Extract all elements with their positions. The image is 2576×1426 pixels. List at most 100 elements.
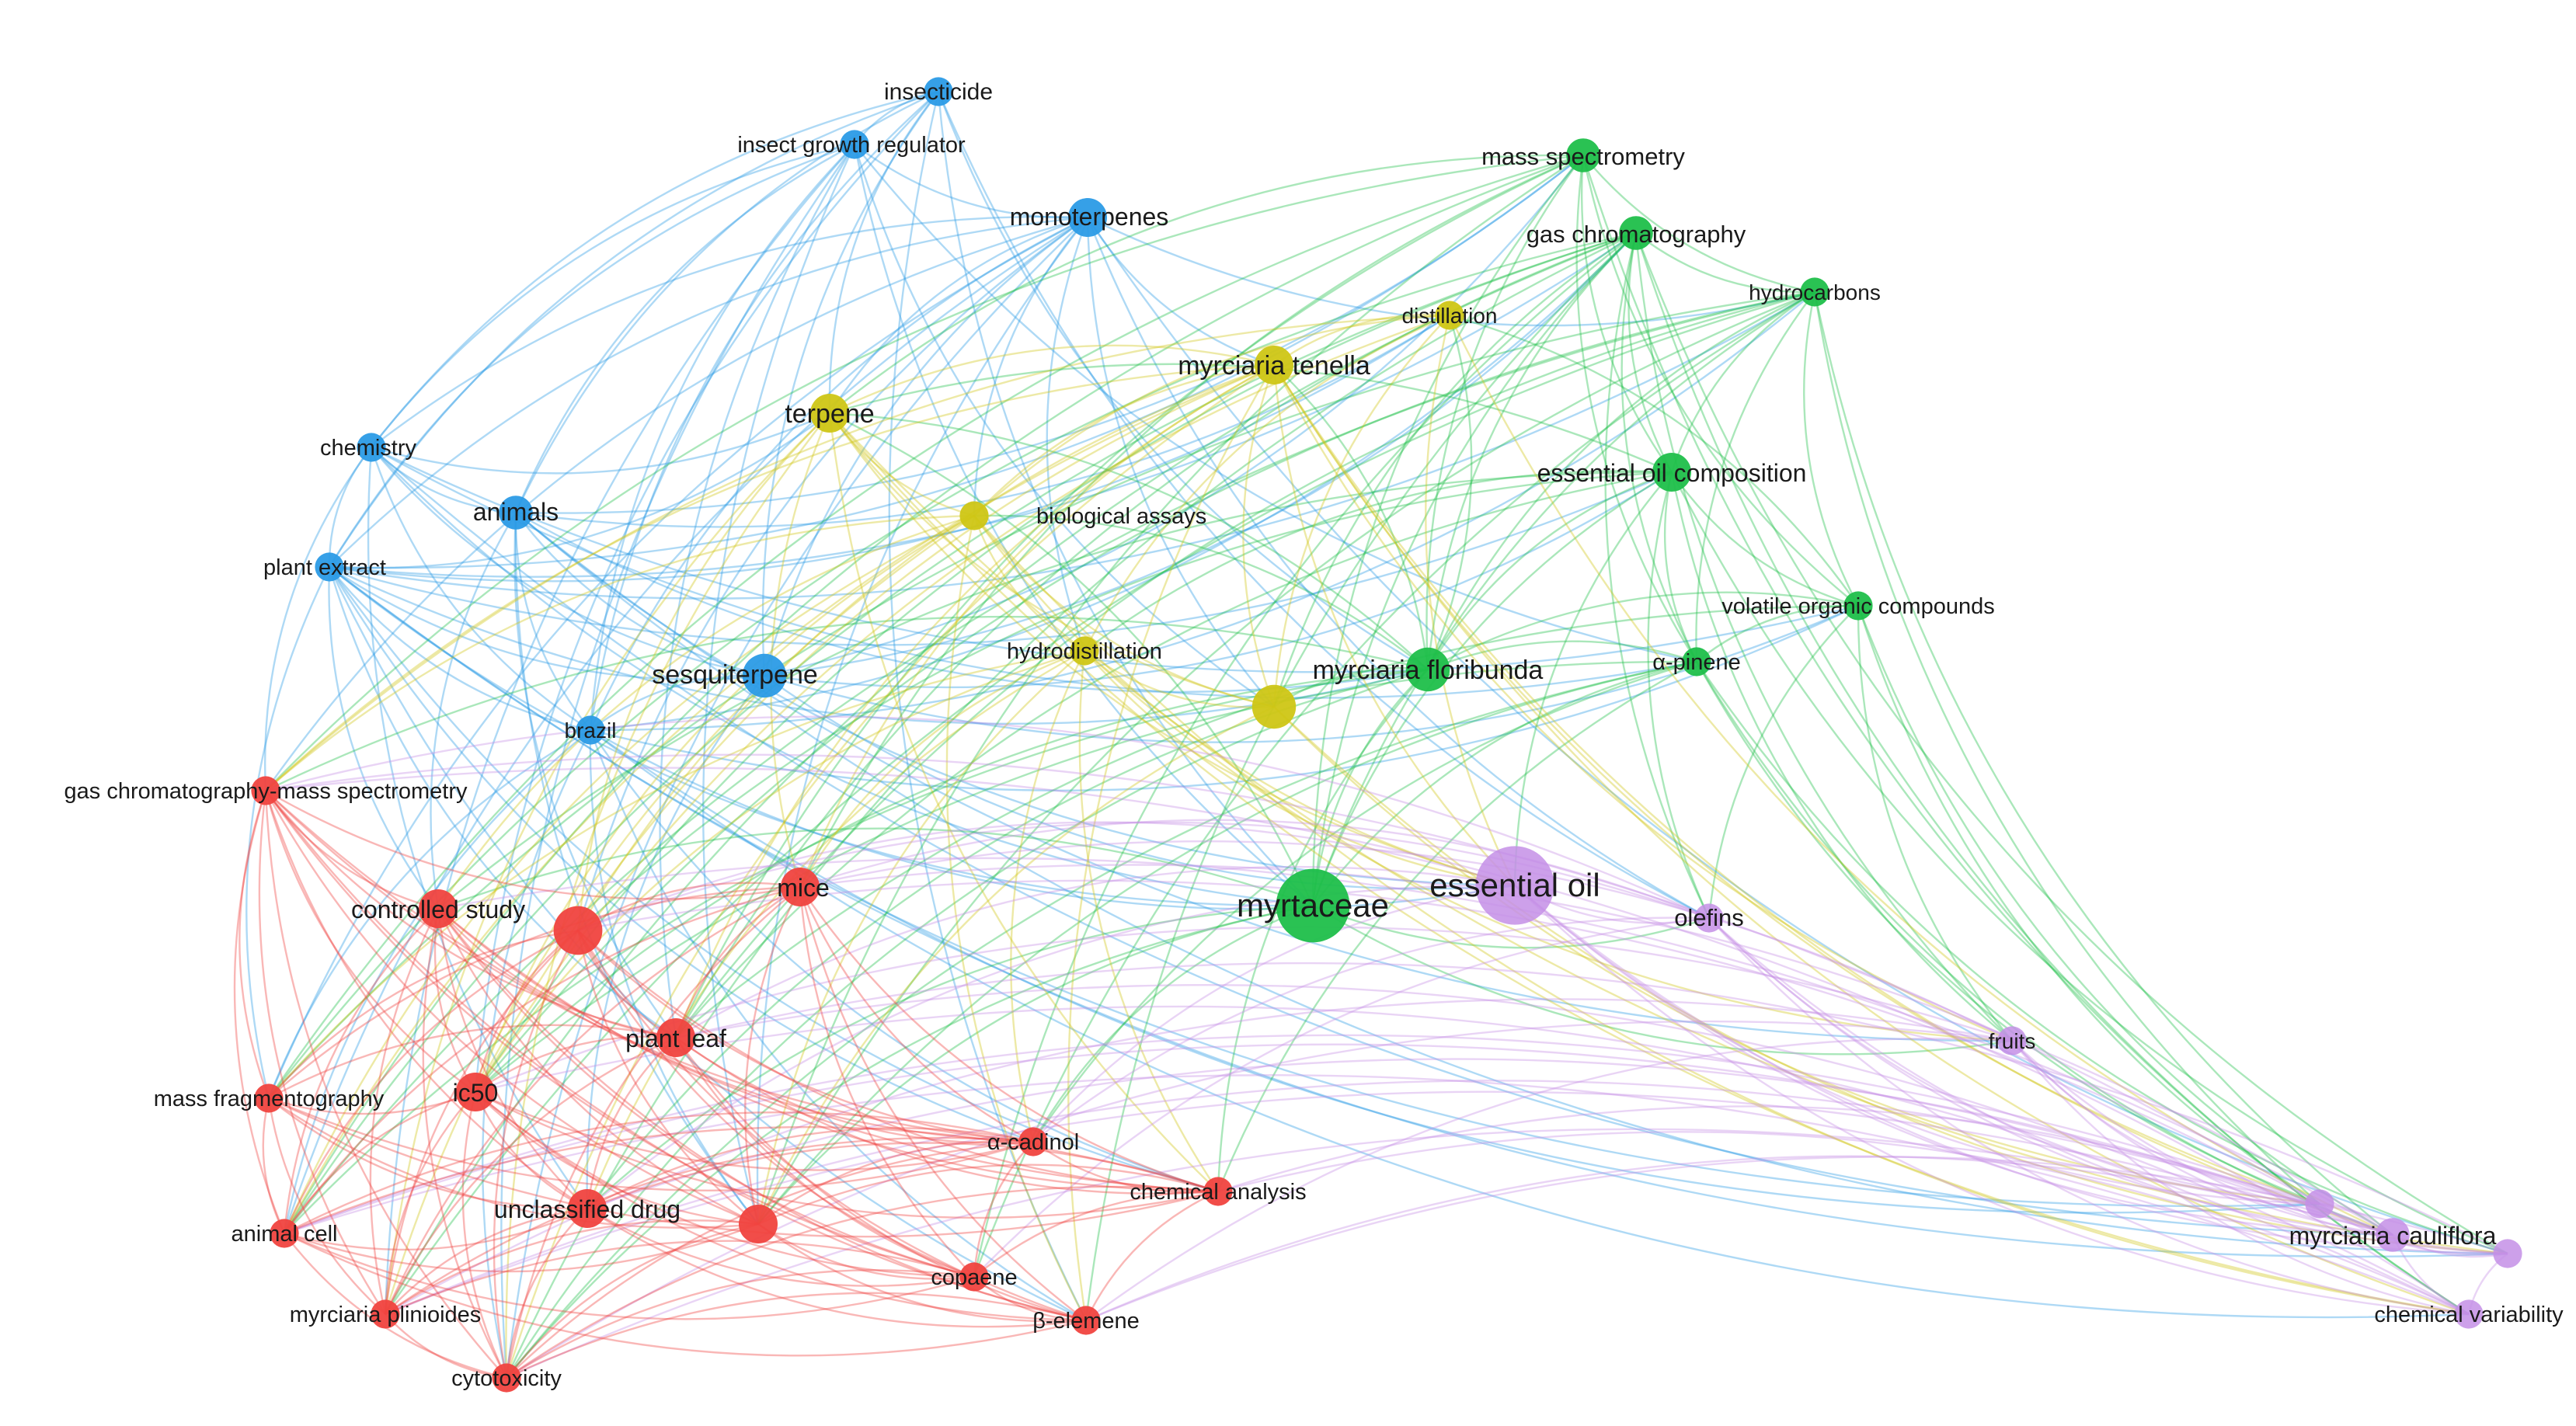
node-cytotoxicity[interactable]: [492, 1363, 521, 1393]
link-controlled-study-ic50: [433, 908, 477, 1093]
link-chemistry-sesquiterpene: [371, 447, 765, 677]
node-fruits[interactable]: [1997, 1026, 2027, 1056]
node-hydrodistillation[interactable]: [1070, 636, 1099, 666]
link-brazil-hydrocarbons: [590, 291, 1815, 732]
link-animals-plant-leaf: [513, 512, 677, 1038]
link-insect-growth-regulator-alpha-pinene: [854, 144, 1697, 663]
node-plant-leaf[interactable]: [656, 1018, 695, 1057]
link-hydrocarbons-copaene: [973, 290, 1815, 1278]
link-plant-leaf-copaene: [674, 1037, 975, 1278]
node-purple-small-2[interactable]: [2493, 1239, 2522, 1268]
link-fruits-myrciaria-plinioides: [385, 998, 2013, 1316]
link-hydrocarbons-red-unlabeled-2: [757, 290, 1815, 1225]
node-myrciaria-plinioides[interactable]: [371, 1299, 400, 1329]
link-hydrocarbons-purple-small-1: [1813, 291, 2320, 1205]
node-chemical-analysis[interactable]: [1203, 1177, 1233, 1206]
node-volatile-organic-compounds[interactable]: [1843, 591, 1873, 621]
node-unclassified-drug[interactable]: [568, 1189, 607, 1228]
link-mice-myrciaria-plinioides: [384, 885, 801, 1315]
link-biological-assays-controlled-study: [437, 514, 975, 910]
node-purple-small-1[interactable]: [2305, 1189, 2334, 1219]
link-hydrocarbons-animal-cell: [284, 290, 1815, 1234]
link-alpha-cadinol-unclassified-drug: [587, 1127, 1034, 1210]
node-yellow-unlabeled[interactable]: [1251, 684, 1297, 729]
node-essential-oil-composition[interactable]: [1652, 453, 1691, 492]
link-biological-assays-hydrodistillation: [973, 515, 1085, 652]
node-plant-extract[interactable]: [315, 552, 344, 582]
link-hydrocarbons-volatile-organic-compounds: [1803, 291, 1860, 607]
label-myrtaceae: myrtaceae: [1237, 887, 1389, 923]
link-myrciaria-tenella-beta-elemene: [1067, 364, 1276, 1321]
node-alpha-cadinol[interactable]: [1018, 1127, 1048, 1156]
node-sesquiterpene[interactable]: [742, 653, 787, 698]
node-mass-fragmentography[interactable]: [254, 1083, 284, 1113]
node-beta-elemene[interactable]: [1071, 1306, 1101, 1335]
link-insecticide-myrtaceae: [937, 91, 1314, 906]
link-ic50-alpha-cadinol: [475, 1090, 1034, 1171]
link-mass-spectrometry-mass-fragmentography: [268, 154, 1584, 1099]
link-beta-elemene-cytotoxicity: [506, 1292, 1087, 1379]
node-hydrocarbons[interactable]: [1800, 277, 1829, 307]
node-gc-ms[interactable]: [251, 776, 280, 805]
link-essential-oil-purple-small-1: [1514, 885, 2320, 1205]
link-biological-assays-animal-cell: [283, 514, 975, 1234]
link-terpene-essential-oil: [829, 412, 1516, 887]
link-brazil-mass-fragmentography: [267, 729, 591, 1099]
link-brazil-cytotoxicity: [482, 729, 592, 1379]
link-red-unlabeled-1-chemical-analysis: [577, 930, 1219, 1193]
link-hydrocarbons-plant-leaf: [675, 290, 1815, 1038]
link-red-unlabeled-1-mass-fragmentography: [268, 929, 579, 1099]
node-mice[interactable]: [781, 868, 820, 906]
node-distillation[interactable]: [1435, 301, 1464, 330]
link-unclassified-drug-beta-elemene: [587, 1207, 1087, 1328]
link-gc-ms-animal-cell: [233, 790, 286, 1234]
node-red-unlabeled-1[interactable]: [553, 906, 603, 955]
link-olefins-gc-ms: [265, 715, 1710, 920]
label-brazil: brazil: [565, 718, 617, 743]
node-olefins[interactable]: [1694, 903, 1724, 933]
link-fruits-purple-small-1: [2011, 1040, 2320, 1205]
node-monoterpenes[interactable]: [1068, 198, 1107, 237]
link-myrciaria-floribunda-animal-cell: [284, 668, 1429, 1234]
node-insecticide[interactable]: [924, 77, 953, 106]
link-unclassified-drug-cytotoxicity: [505, 1208, 588, 1379]
node-myrtaceae[interactable]: [1276, 868, 1350, 943]
node-chemical-variability[interactable]: [2454, 1299, 2484, 1329]
link-monoterpenes-hydrodistillation: [1046, 217, 1089, 652]
node-animals[interactable]: [499, 496, 533, 530]
link-animal-cell-beta-elemene: [284, 1232, 1087, 1357]
link-gas-chromatography-beta-elemene: [1084, 232, 1637, 1321]
node-controlled-study[interactable]: [419, 889, 458, 928]
node-copaene[interactable]: [959, 1262, 989, 1292]
link-myrciaria-tenella-purple-small-1: [1272, 364, 2320, 1205]
node-gas-chromatography[interactable]: [1619, 216, 1653, 250]
node-biological-assays[interactable]: [959, 501, 989, 530]
node-mass-spectrometry[interactable]: [1566, 138, 1600, 172]
node-brazil[interactable]: [576, 715, 605, 745]
link-gc-ms-mice: [265, 789, 801, 900]
link-alpha-pinene-red-unlabeled-2: [757, 660, 1697, 1225]
node-essential-oil[interactable]: [1475, 846, 1554, 925]
link-mass-fragmentography-animal-cell: [262, 1097, 286, 1234]
link-mass-fragmentography-chemical-analysis: [268, 1097, 1219, 1238]
node-alpha-pinene[interactable]: [1682, 647, 1711, 676]
node-red-unlabeled-2[interactable]: [739, 1205, 778, 1243]
link-animals-sesquiterpene: [515, 512, 765, 677]
node-ic50[interactable]: [456, 1073, 495, 1111]
link-gc-ms-beta-elemene: [265, 790, 1087, 1322]
node-insect-growth-regulator[interactable]: [840, 130, 869, 159]
node-myrciaria-floribunda[interactable]: [1405, 647, 1450, 692]
node-terpene[interactable]: [810, 394, 849, 433]
link-animals-myrciaria-floribunda: [515, 511, 1429, 693]
node-myrciaria-cauliflora[interactable]: [2376, 1218, 2410, 1252]
link-myrtaceae-fruits: [1312, 904, 2013, 1056]
link-alpha-pinene-myrciaria-floribunda: [1427, 640, 1697, 671]
node-chemistry[interactable]: [357, 433, 386, 462]
link-brazil-red-unlabeled-2: [589, 729, 759, 1225]
link-monoterpenes-cytotoxicity: [505, 217, 1088, 1379]
node-animal-cell[interactable]: [270, 1219, 299, 1248]
link-chemistry-unclassified-drug: [367, 447, 588, 1209]
node-myrciaria-tenella[interactable]: [1255, 346, 1293, 384]
link-gc-ms-red-unlabeled-2: [264, 790, 759, 1226]
